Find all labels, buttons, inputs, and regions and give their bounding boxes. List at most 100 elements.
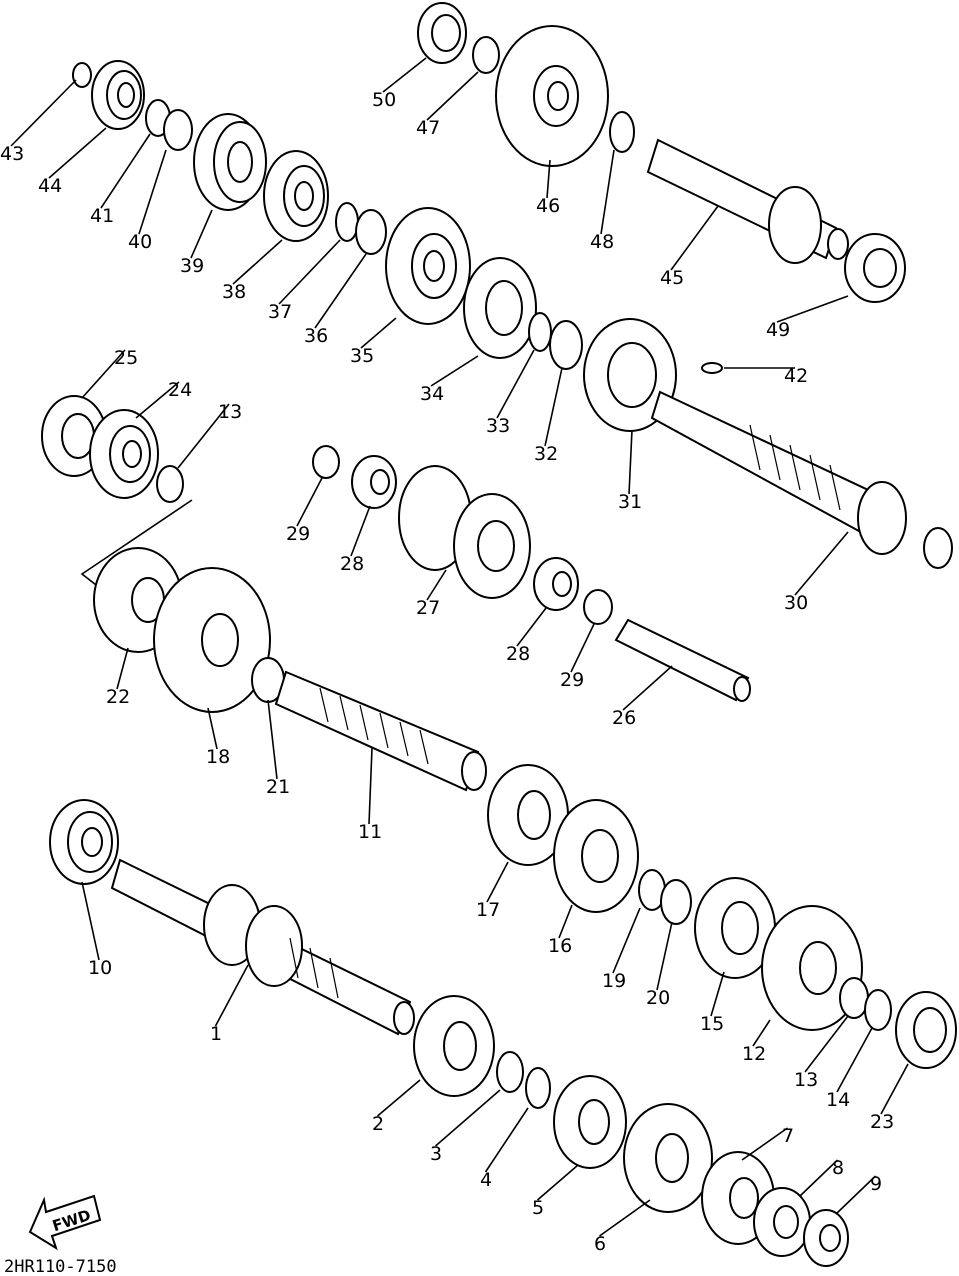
leader-line-20 [656, 921, 673, 991]
callout-21: 21 [266, 776, 290, 798]
callout-36: 36 [304, 325, 328, 347]
callout-11: 11 [358, 821, 382, 843]
leader-line-21 [267, 699, 278, 780]
leader-line-8 [799, 1159, 839, 1197]
callout-41: 41 [90, 205, 114, 227]
part-39-gear [193, 113, 267, 211]
callout-35: 35 [350, 345, 374, 367]
leader-line-18 [207, 707, 218, 750]
callout-34: 34 [420, 383, 444, 405]
leader-lines [10, 57, 909, 1237]
leader-line-27 [426, 569, 447, 601]
callout-9: 9 [870, 1173, 882, 1195]
callout-37: 37 [268, 301, 292, 323]
part-18-gear [153, 567, 271, 713]
leader-line-6 [599, 1199, 651, 1237]
part-49-bearing [844, 233, 906, 303]
part-31-gear [583, 318, 677, 432]
leader-line-36 [314, 253, 367, 329]
leader-line-13 [804, 1015, 849, 1073]
callout-3: 3 [430, 1143, 442, 1165]
part-8-bearing [753, 1187, 811, 1257]
part-14-washer [864, 989, 892, 1031]
part-27-gear [398, 465, 531, 599]
leader-line-15 [710, 971, 725, 1017]
leader-line-33 [496, 349, 535, 419]
leader-line-9 [835, 1175, 877, 1215]
part-3-washer [496, 1051, 524, 1093]
leader-line-45 [670, 205, 719, 271]
leader-line-1 [214, 964, 249, 1027]
part-34-gear [463, 257, 537, 359]
leader-line-44 [48, 127, 107, 179]
part-30-drive-axle [650, 390, 953, 569]
leader-line-32 [544, 367, 563, 447]
callout-labels: 1234567891011121313141516171819202122232… [0, 89, 894, 1255]
part-12-gear [761, 905, 863, 1031]
leader-line-50 [382, 57, 427, 93]
leader-line-23 [880, 1063, 909, 1115]
leader-line-29 [296, 477, 323, 527]
part-35-gear [385, 207, 471, 325]
leader-line-37 [278, 239, 341, 305]
callout-44: 44 [38, 175, 62, 197]
part-13-clip-upper [156, 465, 184, 503]
part-47-washer [472, 36, 500, 74]
part-23-bearing [895, 991, 957, 1069]
leader-line-28 [350, 505, 371, 557]
part-42-pin [701, 362, 723, 374]
part-20-washer [660, 879, 692, 925]
callout-28: 28 [506, 643, 530, 665]
callout-7: 7 [782, 1125, 794, 1147]
leader-line-19 [612, 907, 641, 974]
leader-line-47 [426, 71, 479, 121]
callout-17: 17 [476, 899, 500, 921]
leader-line-41 [100, 133, 151, 209]
leader-line-25 [81, 349, 126, 399]
part-46-gear [495, 25, 609, 167]
part-17-gear [487, 764, 569, 866]
callout-39: 39 [180, 255, 204, 277]
callout-12: 12 [742, 1043, 766, 1065]
leader-line-24 [135, 381, 180, 419]
leader-line-3 [434, 1089, 501, 1147]
part-9-nut [803, 1209, 849, 1267]
callout-4: 4 [480, 1169, 492, 1191]
callout-45: 45 [660, 267, 684, 289]
part-16-gear [553, 799, 639, 913]
callout-5: 5 [532, 1197, 544, 1219]
callout-40: 40 [128, 231, 152, 253]
part-4-circlip [525, 1067, 551, 1109]
callout-29: 29 [560, 669, 584, 691]
part-33-circlip [528, 312, 552, 352]
part-29-washer-lower [583, 589, 613, 625]
leader-line-38 [232, 239, 283, 285]
callout-14: 14 [826, 1089, 850, 1111]
callout-38: 38 [222, 281, 246, 303]
parts-artwork [28, 2, 957, 1267]
callout-10: 10 [88, 957, 112, 979]
callout-24: 24 [168, 379, 192, 401]
part-43-clip [72, 62, 92, 88]
leader-line-40 [138, 149, 167, 235]
leader-line-17 [486, 861, 509, 903]
callout-42: 42 [784, 365, 808, 387]
callout-28: 28 [340, 553, 364, 575]
leader-line-12 [752, 1019, 771, 1047]
fwd-arrow-icon [28, 1194, 102, 1251]
callout-8: 8 [832, 1157, 844, 1179]
callout-6: 6 [594, 1233, 606, 1255]
leader-line-14 [836, 1027, 873, 1093]
callout-23: 23 [870, 1111, 894, 1133]
callout-47: 47 [416, 117, 440, 139]
part-6-gear [623, 1103, 713, 1213]
part-50-bearing [417, 2, 467, 64]
part-5-gear [553, 1075, 627, 1169]
callout-50: 50 [372, 89, 396, 111]
leader-line-48 [600, 149, 615, 235]
leader-line-4 [484, 1107, 529, 1173]
leader-line-16 [558, 904, 573, 939]
callout-27: 27 [416, 597, 440, 619]
callout-25: 25 [114, 347, 138, 369]
leader-line-39 [190, 209, 213, 259]
